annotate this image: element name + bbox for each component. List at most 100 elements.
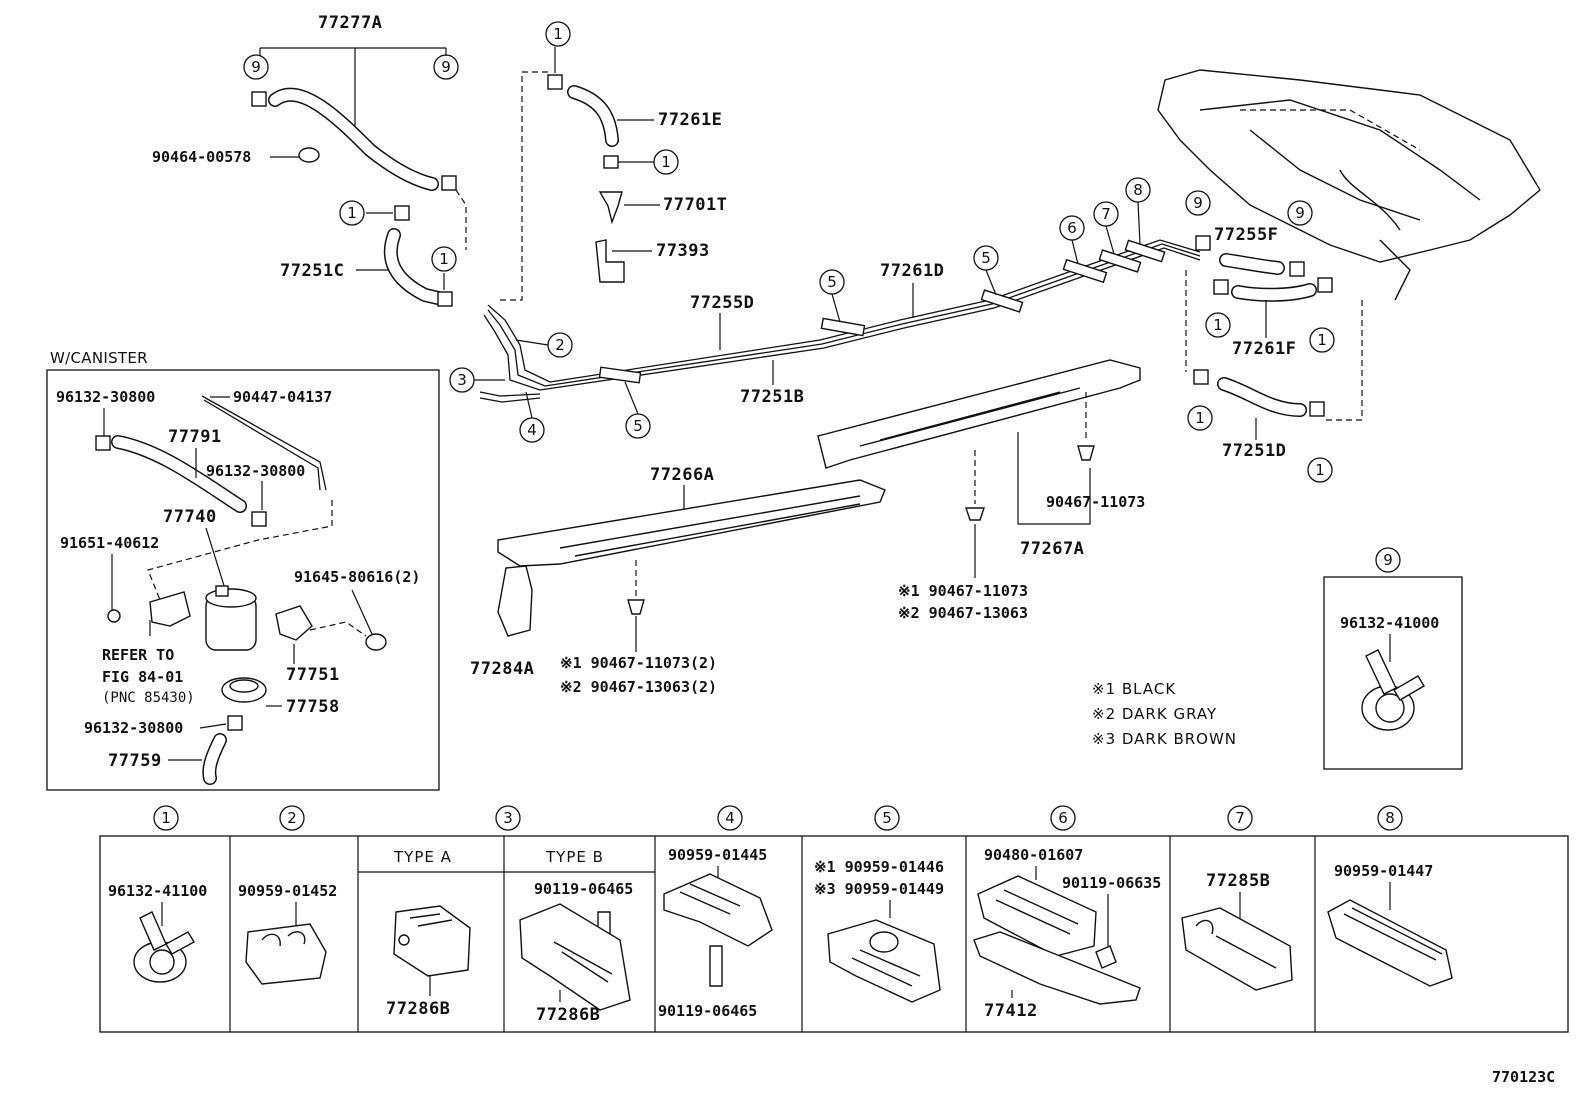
clamp-icon <box>977 875 1097 957</box>
bracket-77412-icon <box>973 931 1141 1005</box>
legend-black: ※1 BLACK <box>1092 680 1176 698</box>
canister-title: W/CANISTER <box>50 349 148 367</box>
clamp-icon <box>245 923 327 985</box>
callout-1-icon <box>653 149 679 175</box>
cell-90959-01445: 90959-01445 <box>668 846 767 864</box>
canister-bracket-icon <box>149 591 191 627</box>
clip-icon <box>1195 235 1211 251</box>
svg-text:3: 3 <box>503 809 513 827</box>
bolt-icon <box>627 599 645 615</box>
label-77261D: 77261D <box>880 261 944 281</box>
svg-text:7: 7 <box>1101 205 1111 223</box>
screw-icon <box>1095 945 1117 969</box>
svg-text:3: 3 <box>457 371 467 389</box>
label-90464-00578: 90464-00578 <box>152 148 251 166</box>
svg-text:1: 1 <box>1315 461 1325 479</box>
label-77255F: 77255F <box>1214 225 1278 245</box>
top-center-parts: 77261E 77701T 77393 <box>500 47 727 301</box>
cell-90119-06465-a: 90119-06465 <box>534 880 633 898</box>
brackets: 90467-11073 77267A ※1 90467-11073 ※2 904… <box>470 359 1145 696</box>
svg-text:1: 1 <box>347 204 357 222</box>
col-callout-7-icon <box>1227 805 1253 831</box>
clamp-type-b-icon <box>519 903 631 1011</box>
clip-icon <box>394 205 410 221</box>
cell-90959-01449: ※3 90959-01449 <box>814 880 944 898</box>
clip-icon <box>547 74 563 90</box>
clamp-icon <box>980 289 1024 313</box>
label-77791: 77791 <box>168 427 222 447</box>
clip-icon <box>251 91 267 107</box>
col-callout-4-icon <box>717 805 743 831</box>
clip-icon <box>1289 261 1305 277</box>
cell-90959-01447: 90959-01447 <box>1334 862 1433 880</box>
type-a-header: TYPE A <box>393 848 452 866</box>
label-96132-30800-b: 96132-30800 <box>206 462 305 480</box>
callout-1-icon <box>339 200 365 226</box>
clip-icon <box>441 175 457 191</box>
svg-text:9: 9 <box>1295 204 1305 222</box>
cell-90959-01452: 90959-01452 <box>238 882 337 900</box>
cell-96132-41100: 96132-41100 <box>108 882 207 900</box>
svg-text:1: 1 <box>1195 409 1205 427</box>
label-77251D: 77251D <box>1222 441 1286 461</box>
label-77255D: 77255D <box>690 293 754 313</box>
svg-text:5: 5 <box>633 417 643 435</box>
label-note-b2: ※2 90467-13063 <box>898 604 1028 622</box>
col-callout-8-icon <box>1377 805 1403 831</box>
cell-77286B-b: 77286B <box>536 1005 600 1025</box>
col-callout-1-icon <box>153 805 179 831</box>
callout-1-icon <box>1307 457 1333 483</box>
col-callout-5-icon <box>874 805 900 831</box>
bracket-77751-icon <box>275 605 313 641</box>
col-callout-3-icon <box>495 805 521 831</box>
callout-1-icon <box>545 21 571 47</box>
cell-90959-01446: ※1 90959-01446 <box>814 858 944 876</box>
hose-77251C-group: 77251C <box>280 205 453 307</box>
label-77267A: 77267A <box>1020 539 1084 559</box>
label-77261E: 77261E <box>658 110 722 130</box>
clip-icon <box>251 511 267 527</box>
svg-text:1: 1 <box>1213 316 1223 334</box>
clamp-icon <box>820 317 866 337</box>
label-77393: 77393 <box>656 241 710 261</box>
cell-90119-06635: 90119-06635 <box>1062 874 1161 892</box>
label-refer-to: REFER TO <box>102 646 174 664</box>
svg-text:1: 1 <box>661 153 671 171</box>
label-77251B: 77251B <box>740 387 804 407</box>
figure-code: 770123C <box>1492 1068 1555 1086</box>
clamp-icon <box>663 873 773 947</box>
col-callout-2-icon <box>279 805 305 831</box>
clip-icon <box>1193 369 1209 385</box>
callout-9-icon <box>243 54 269 80</box>
clip-icon <box>227 715 243 731</box>
label-77751: 77751 <box>286 665 340 685</box>
callout-1-icon <box>431 246 457 272</box>
main-callouts: 1 9 9 1 1 1 2 3 4 5 5 5 6 7 8 <box>243 21 1151 443</box>
clip-icon <box>1213 279 1229 295</box>
bolt-icon <box>965 507 985 521</box>
clip-icon <box>437 291 453 307</box>
label-77758: 77758 <box>286 697 340 717</box>
clamp-icon <box>1062 258 1108 284</box>
svg-text:6: 6 <box>1058 809 1068 827</box>
grommet-icon <box>365 633 387 651</box>
bracket-77266A-icon <box>497 479 886 567</box>
label-77701T: 77701T <box>663 195 727 215</box>
fuel-tank-icon <box>1157 69 1541 263</box>
svg-text:2: 2 <box>555 336 565 354</box>
clamp-icon <box>1181 907 1293 991</box>
clip-icon <box>1317 277 1333 293</box>
legend-dark-gray: ※2 DARK GRAY <box>1092 705 1217 723</box>
col-callout-6-icon <box>1050 805 1076 831</box>
color-legend: ※1 BLACK ※2 DARK GRAY ※3 DARK BROWN <box>1092 680 1236 748</box>
svg-text:8: 8 <box>1133 181 1143 199</box>
valve-icon <box>598 191 623 225</box>
callout-1-icon <box>1309 327 1335 353</box>
svg-text:2: 2 <box>287 809 297 827</box>
svg-text:1: 1 <box>439 250 449 268</box>
svg-text:1: 1 <box>1317 331 1327 349</box>
label-77251C: 77251C <box>280 261 344 281</box>
clamp-icon <box>1124 239 1166 263</box>
callout-9-icon <box>1185 190 1211 216</box>
clip-icon <box>1309 401 1325 417</box>
